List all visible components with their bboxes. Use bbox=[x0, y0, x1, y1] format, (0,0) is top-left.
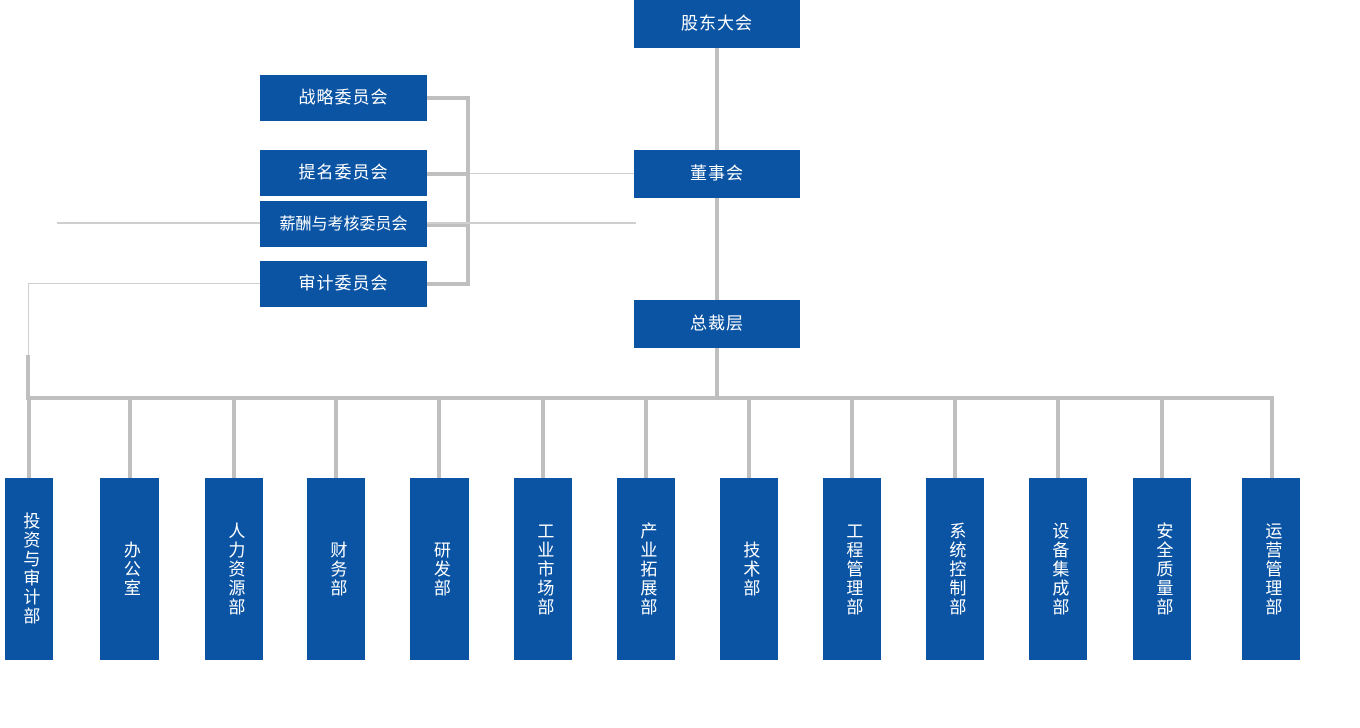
node-committee-strategy[interactable]: 战略委员会 bbox=[260, 75, 427, 121]
node-department-safety-quality[interactable]: 安全质量部 bbox=[1133, 478, 1191, 660]
node-department-investment-audit[interactable]: 投资与审计部 bbox=[5, 478, 53, 660]
node-committee-audit[interactable]: 审计委员会 bbox=[260, 261, 427, 307]
connector-shareholders-to-board bbox=[715, 48, 719, 150]
node-department-equipment-integration[interactable]: 设备集成部 bbox=[1029, 478, 1087, 660]
node-department-system-control[interactable]: 系统控制部 bbox=[926, 478, 984, 660]
node-department-industry-expansion[interactable]: 产业拓展部 bbox=[617, 478, 675, 660]
node-department-operations-management[interactable]: 运营管理部 bbox=[1242, 478, 1300, 660]
connector-drop-department-13 bbox=[1270, 396, 1274, 480]
connector-drop-department-11 bbox=[1056, 396, 1060, 480]
connector-audit-committee-left-line bbox=[28, 283, 261, 284]
node-committee-nomination[interactable]: 提名委员会 bbox=[260, 150, 427, 196]
connector-drop-department-12 bbox=[1160, 396, 1164, 480]
connector-drop-department-6 bbox=[541, 396, 545, 480]
connector-compensation-committee-left-line bbox=[57, 222, 261, 224]
connector-committee-rail bbox=[466, 96, 470, 286]
node-president-level[interactable]: 总裁层 bbox=[634, 300, 800, 348]
connector-board-to-president bbox=[715, 198, 719, 300]
connector-stub-strategy-committee bbox=[427, 96, 470, 100]
node-department-technology[interactable]: 技术部 bbox=[720, 478, 778, 660]
node-department-research-development[interactable]: 研发部 bbox=[410, 478, 469, 660]
connector-drop-department-10 bbox=[953, 396, 957, 480]
node-department-industrial-market[interactable]: 工业市场部 bbox=[514, 478, 572, 660]
node-department-office[interactable]: 办公室 bbox=[100, 478, 159, 660]
connector-committee-rail-to-board bbox=[470, 173, 636, 174]
node-department-human-resources[interactable]: 人力资源部 bbox=[205, 478, 263, 660]
connector-drop-department-2 bbox=[128, 396, 132, 480]
connector-president-to-bus bbox=[715, 348, 719, 400]
connector-compensation-committee-right-line bbox=[427, 222, 636, 224]
connector-drop-department-3 bbox=[232, 396, 236, 480]
node-department-finance[interactable]: 财务部 bbox=[307, 478, 365, 660]
connector-stub-audit-committee bbox=[427, 282, 470, 286]
connector-audit-committee-drop bbox=[28, 283, 29, 398]
node-committee-compensation[interactable]: 薪酬与考核委员会 bbox=[260, 201, 427, 247]
connector-department-bus bbox=[26, 396, 1274, 400]
connector-audit-committee-drop-lower bbox=[26, 355, 30, 400]
node-department-engineering-management[interactable]: 工程管理部 bbox=[823, 478, 881, 660]
connector-drop-department-5 bbox=[437, 396, 441, 480]
connector-stub-compensation-committee bbox=[427, 223, 470, 227]
connector-drop-department-1 bbox=[27, 396, 31, 480]
connector-drop-department-9 bbox=[850, 396, 854, 480]
connector-drop-department-4 bbox=[334, 396, 338, 480]
connector-drop-department-8 bbox=[747, 396, 751, 480]
connector-stub-nomination-committee bbox=[427, 172, 470, 176]
node-board-of-directors[interactable]: 董事会 bbox=[634, 150, 800, 198]
connector-drop-department-7 bbox=[644, 396, 648, 480]
node-shareholders-meeting[interactable]: 股东大会 bbox=[634, 0, 800, 48]
